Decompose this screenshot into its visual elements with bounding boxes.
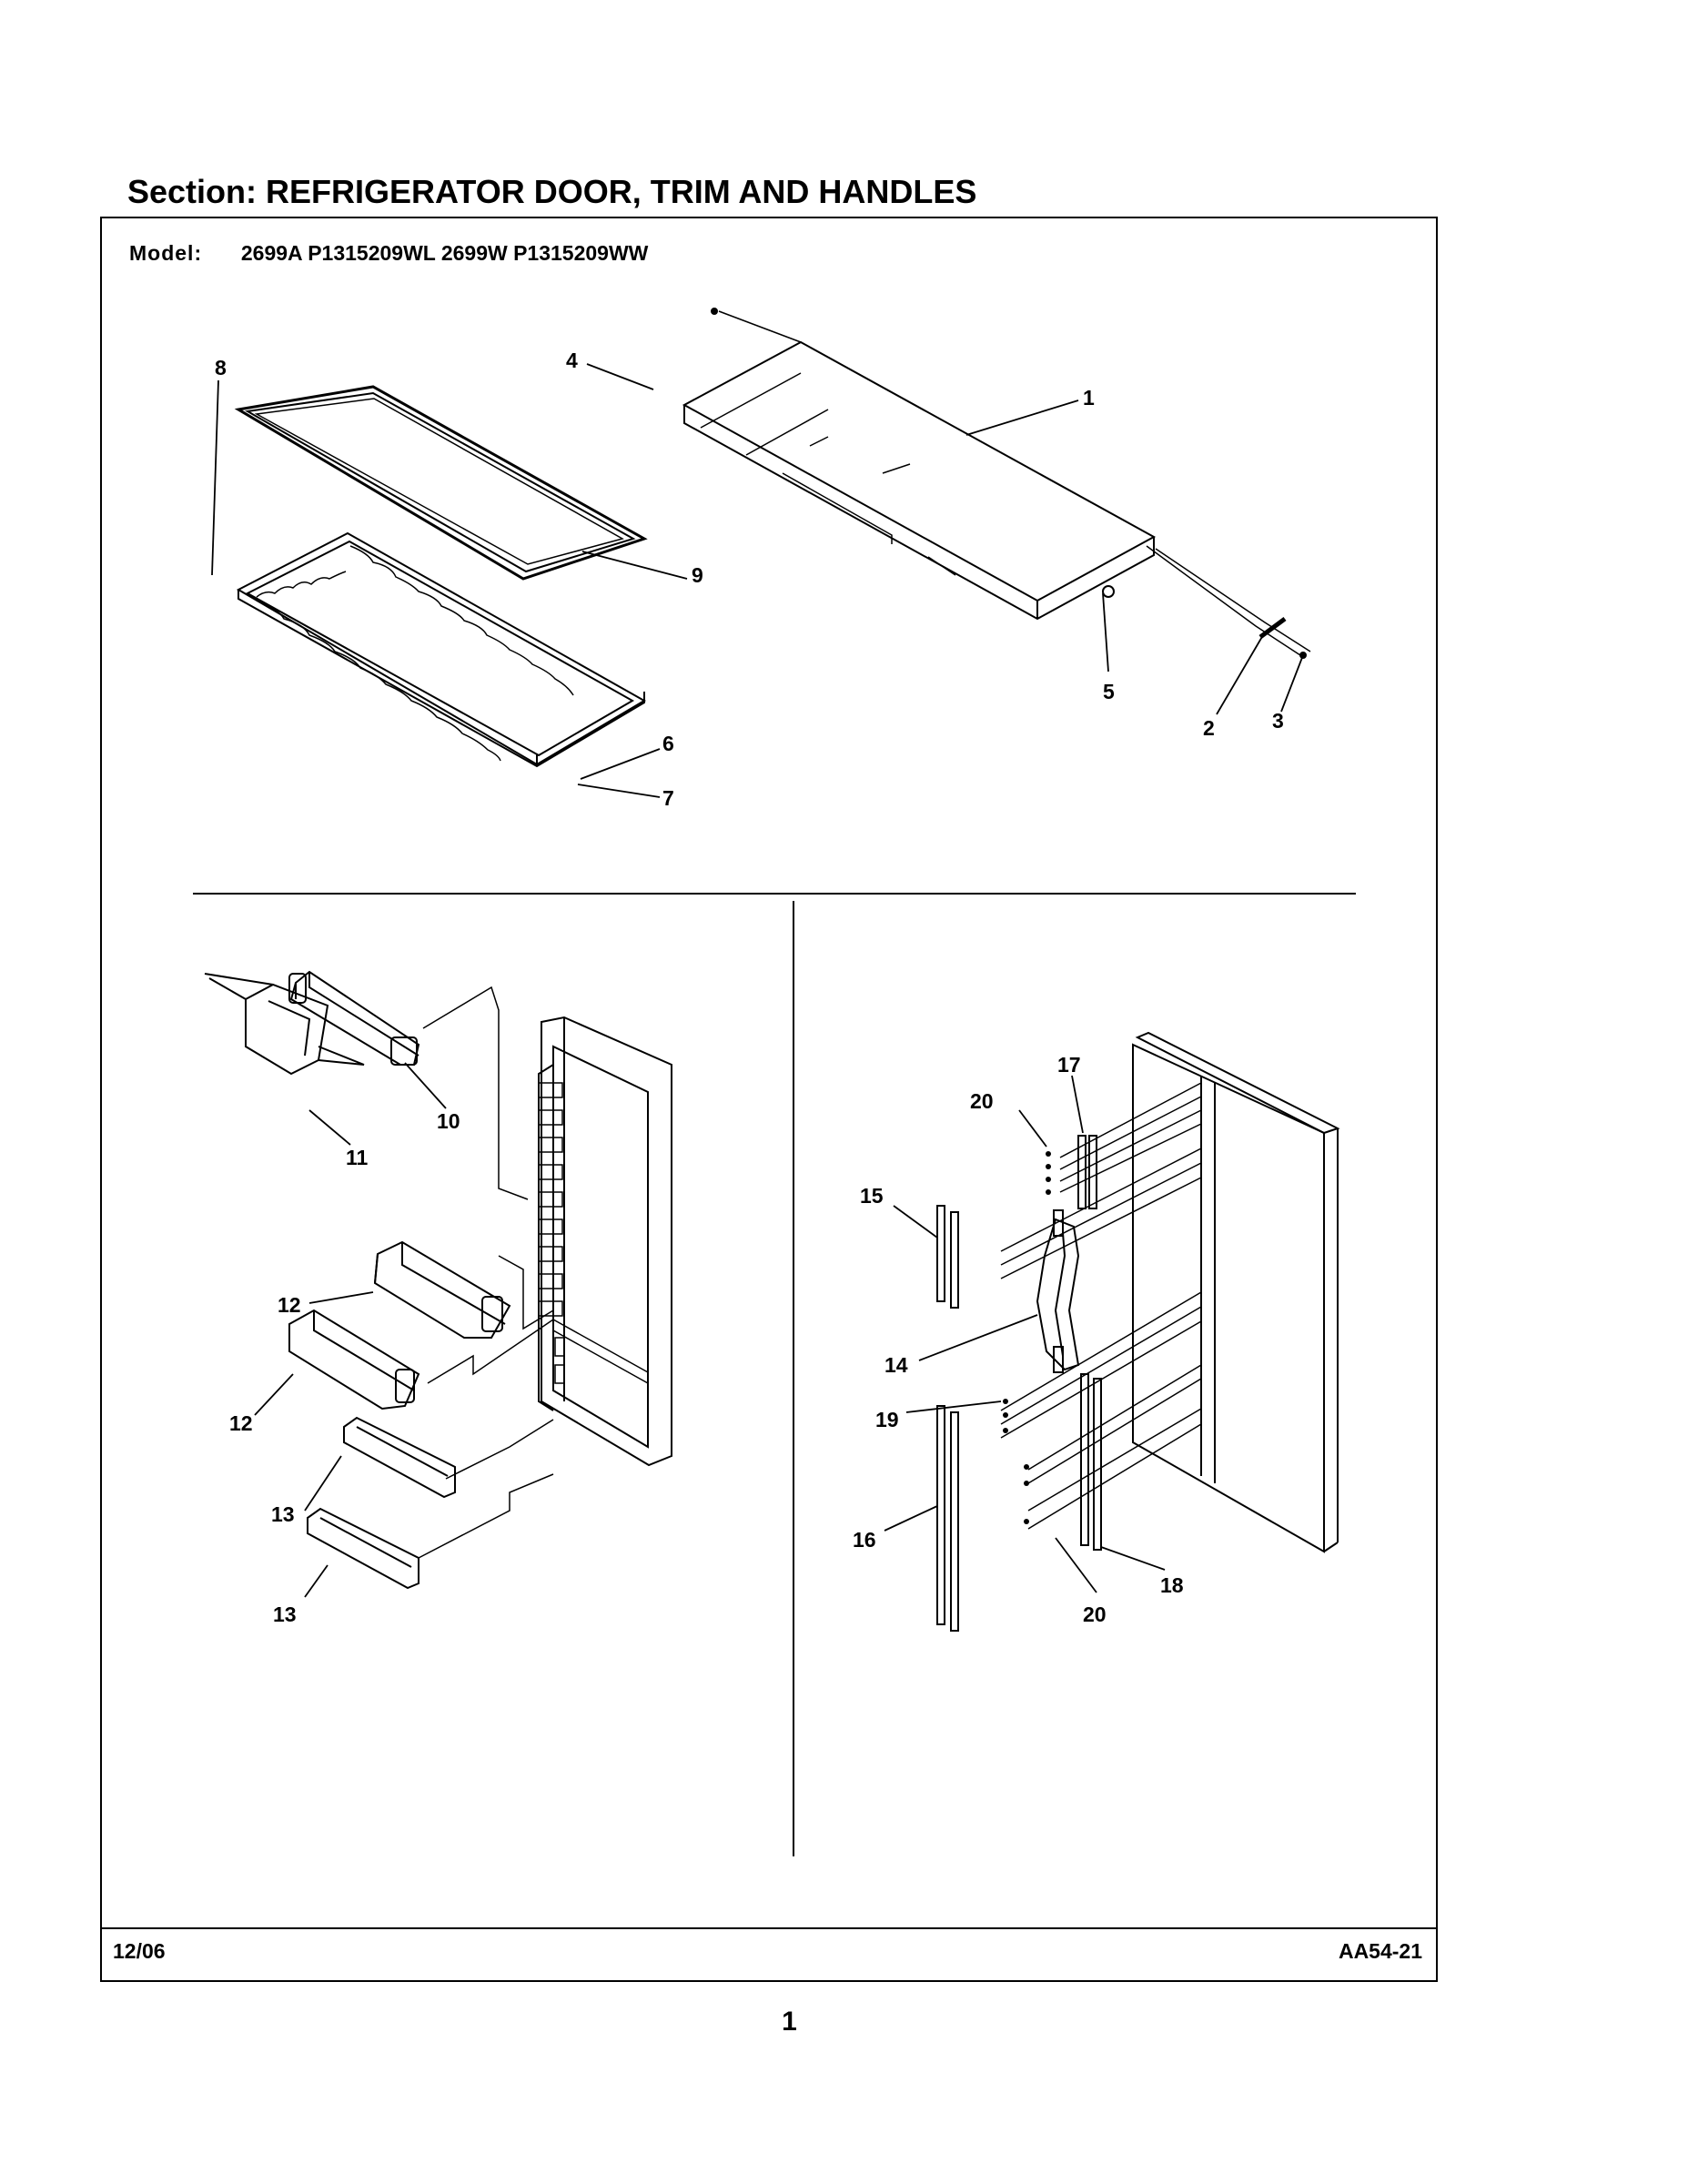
callout-6: 6 <box>662 732 674 755</box>
callout-2: 2 <box>1203 716 1215 740</box>
footer-divider <box>100 1927 1438 1929</box>
footer-date: 12/06 <box>113 1939 166 1963</box>
screws <box>1003 1151 1051 1524</box>
callout-5: 5 <box>1103 680 1115 703</box>
callout-7: 7 <box>662 786 674 810</box>
callout-leaders-bottom-left <box>254 1062 447 1598</box>
callout-19: 19 <box>875 1408 899 1431</box>
callout-12-upper: 12 <box>278 1293 301 1317</box>
door-interior-assembly <box>418 986 672 1559</box>
callout-11: 11 <box>346 1146 369 1169</box>
model-line: Model: 2699A P1315209WL 2699W P1315209WW <box>129 241 648 266</box>
callout-18: 18 <box>1160 1573 1184 1597</box>
model-label: Model: <box>129 241 203 265</box>
callout-13-upper: 13 <box>271 1502 295 1526</box>
door-gasket <box>234 385 648 581</box>
door-bin-13-upper <box>343 1416 456 1499</box>
callout-12-lower: 12 <box>229 1411 253 1435</box>
door-exterior-assembly <box>1132 1031 1340 1553</box>
callout-8: 8 <box>215 356 227 379</box>
door-bin-13-lower <box>307 1507 419 1590</box>
trim-strip-16 <box>936 1405 959 1632</box>
callout-20-upper: 20 <box>970 1089 994 1113</box>
door-bin-10 <box>288 970 420 1066</box>
callout-14: 14 <box>884 1353 908 1377</box>
page-number: 1 <box>782 2007 797 2037</box>
section-title: Section: REFRIGERATOR DOOR, TRIM AND HAN… <box>127 173 977 210</box>
callout-15: 15 <box>860 1184 884 1208</box>
door-bin-12-upper <box>373 1240 511 1339</box>
refrigerator-door-panel <box>682 308 1311 659</box>
trim-strip-15 <box>936 1205 959 1309</box>
callout-leaders-bottom-right <box>884 1075 1166 1593</box>
callout-13-lower: 13 <box>273 1603 297 1626</box>
callout-17: 17 <box>1057 1053 1081 1077</box>
callout-leaders-top <box>211 363 1304 798</box>
door-bin-12-lower <box>288 1309 420 1410</box>
model-value: 2699A P1315209WL 2699W P1315209WW <box>240 241 649 265</box>
callout-1: 1 <box>1083 386 1095 410</box>
callout-16: 16 <box>853 1528 876 1552</box>
callout-20-lower: 20 <box>1083 1603 1107 1626</box>
callout-4: 4 <box>566 349 578 372</box>
footer-code: AA54-21 <box>1338 1939 1422 1963</box>
screw-guide-lines <box>1000 1082 1202 1530</box>
trim-strip-18 <box>1080 1373 1102 1551</box>
handle-14 <box>1036 1209 1080 1373</box>
diagram-frame <box>100 217 1438 1982</box>
callout-3: 3 <box>1272 709 1284 733</box>
callout-9: 9 <box>692 563 703 587</box>
door-liner-frame <box>236 531 646 768</box>
callout-10: 10 <box>437 1109 460 1133</box>
dairy-door-11 <box>204 973 365 1076</box>
